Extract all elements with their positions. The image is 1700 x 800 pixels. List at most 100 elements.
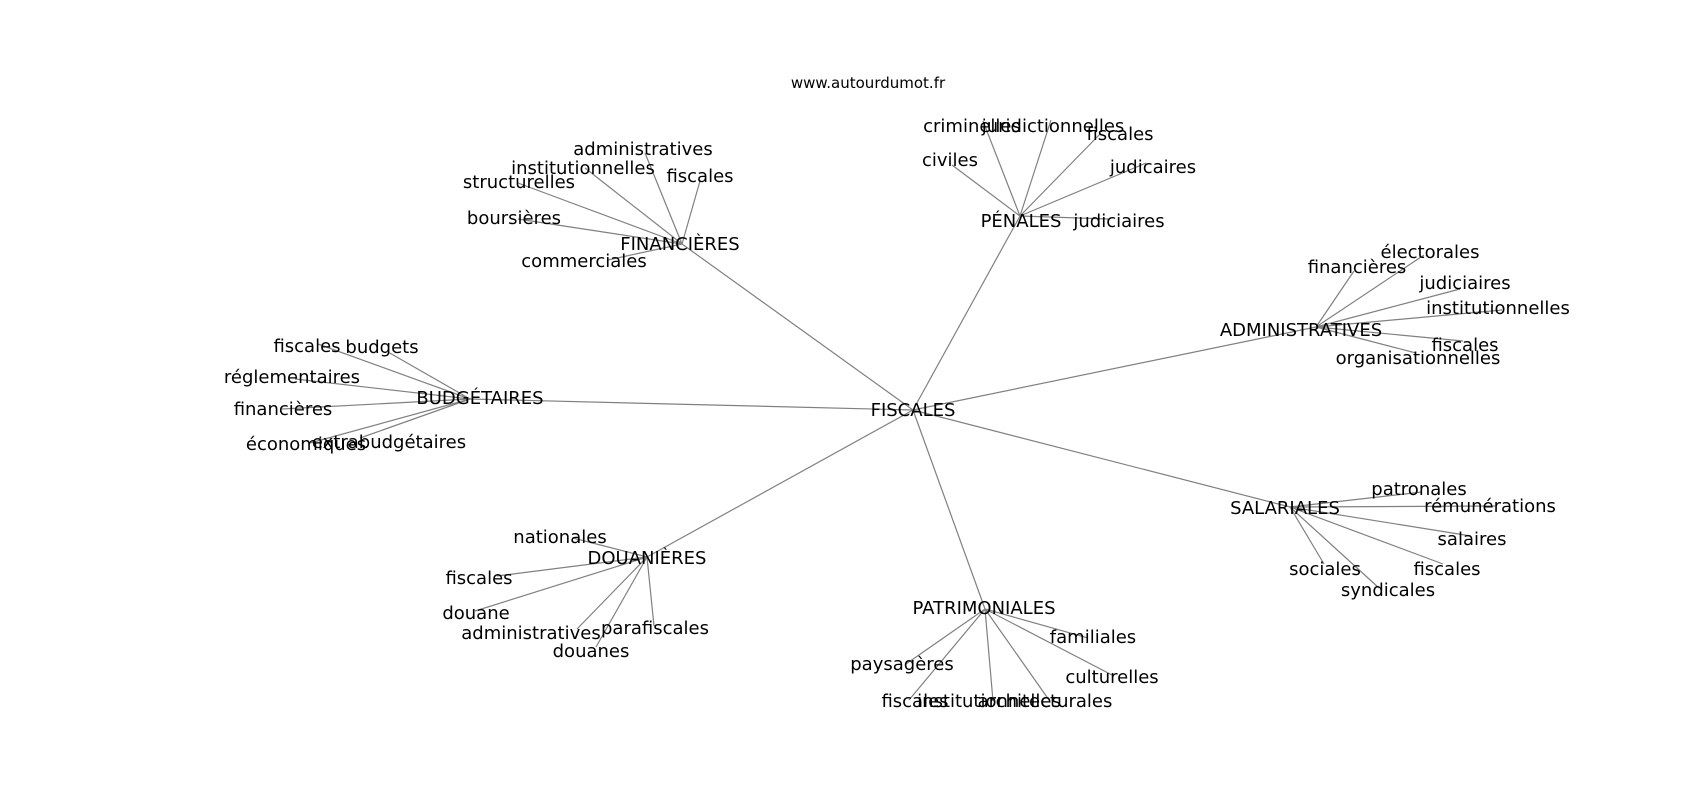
edge-salariales-3 bbox=[1289, 506, 1325, 565]
edge-administratives-3 bbox=[1315, 309, 1503, 328]
edge-douanieres-3 bbox=[576, 556, 648, 630]
leaf-node-penales-2: fiscales bbox=[1086, 124, 1153, 145]
edge-patrimoniales-4 bbox=[984, 608, 994, 702]
edge-patrimoniales-1 bbox=[905, 608, 986, 665]
edge-douanieres-1 bbox=[496, 556, 648, 577]
edge-patrimoniales-0 bbox=[984, 608, 1089, 639]
leaf-node-budgetaires-3: financières bbox=[234, 399, 333, 420]
edge-salariales-0 bbox=[1289, 491, 1423, 508]
leaf-node-administratives-0: électorales bbox=[1381, 242, 1480, 263]
edge-center-financieres bbox=[681, 243, 914, 411]
edge-administratives-2 bbox=[1315, 288, 1461, 328]
edge-financieres-5 bbox=[607, 243, 683, 261]
leaf-node-penales-5: judiciaires bbox=[1072, 211, 1164, 232]
leaf-node-penales-3: civiles bbox=[922, 150, 978, 171]
leaf-node-patrimoniales-4: institutionnelles bbox=[917, 691, 1061, 712]
edge-financieres-2 bbox=[681, 180, 701, 245]
leaf-node-salariales-5: syndicales bbox=[1341, 580, 1435, 601]
edge-salariales-1 bbox=[1289, 505, 1496, 508]
leaf-node-douanieres-3: administratives bbox=[461, 623, 600, 644]
leaf-node-penales-1: juridictionnelles bbox=[981, 116, 1125, 137]
edge-salariales-4 bbox=[1289, 506, 1444, 565]
edge-financieres-3 bbox=[517, 182, 683, 245]
edge-patrimoniales-2 bbox=[984, 608, 1113, 676]
edge-layer bbox=[281, 119, 1503, 702]
edge-administratives-1 bbox=[1315, 270, 1355, 328]
edge-administratives-4 bbox=[1315, 326, 1464, 342]
leaf-node-salariales-2: salaires bbox=[1438, 529, 1507, 550]
hub-node-penales: PÉNALES bbox=[981, 210, 1062, 232]
leaf-node-salariales-0: patronales bbox=[1371, 479, 1466, 500]
leaf-node-budgetaires-4: économiques bbox=[246, 434, 366, 455]
leaf-node-financieres-2: fiscales bbox=[666, 166, 733, 187]
leaf-node-douanieres-1: fiscales bbox=[445, 568, 512, 589]
leaf-node-financieres-5: commerciales bbox=[521, 251, 646, 272]
leaf-node-budgetaires-1: budgets bbox=[345, 337, 418, 358]
edge-patrimoniales-5 bbox=[984, 608, 1050, 701]
leaf-node-financieres-0: administratives bbox=[573, 139, 712, 160]
leaf-node-budgetaires-0: fiscales bbox=[273, 336, 340, 357]
edge-penales-1 bbox=[1019, 119, 1052, 217]
leaf-node-douanieres-0: nationales bbox=[513, 527, 606, 548]
edge-budgetaires-4 bbox=[309, 398, 471, 444]
edge-center-budgetaires bbox=[469, 398, 914, 411]
edge-douanieres-4 bbox=[646, 556, 655, 627]
leaf-node-budgetaires-2: réglementaires bbox=[224, 367, 360, 388]
edge-budgetaires-5 bbox=[359, 398, 471, 439]
leaf-node-penales-4: judicaires bbox=[1109, 157, 1196, 178]
leaf-node-douanieres-2: douane bbox=[442, 603, 509, 624]
edge-center-salariales bbox=[912, 409, 1291, 508]
leaf-node-salariales-4: fiscales bbox=[1413, 559, 1480, 580]
edge-penales-5 bbox=[1019, 215, 1109, 220]
leaf-node-salariales-1: rémunérations bbox=[1424, 496, 1556, 517]
leaf-node-patrimoniales-0: familiales bbox=[1050, 627, 1136, 648]
leaf-node-patrimoniales-1: paysagères bbox=[850, 654, 953, 675]
edge-salariales-2 bbox=[1289, 506, 1472, 537]
leaf-node-administratives-2: judiciaires bbox=[1418, 273, 1510, 294]
hub-node-budgetaires: BUDGÉTAIRES bbox=[416, 387, 543, 409]
edge-financieres-1 bbox=[584, 167, 683, 245]
leaf-node-budgetaires-5: extrabudgétaires bbox=[312, 432, 466, 453]
edge-administratives-5 bbox=[1315, 326, 1417, 354]
leaf-node-administratives-5: organisationnelles bbox=[1336, 348, 1501, 369]
edge-douanieres-0 bbox=[572, 537, 648, 558]
label-layer: www.autourdumot.fr FISCALES FINANCIÈRESa… bbox=[224, 74, 1570, 712]
leaf-node-douanieres-4: parafiscales bbox=[601, 618, 709, 639]
edge-budgetaires-1 bbox=[387, 351, 471, 400]
leaf-node-financieres-4: boursières bbox=[467, 208, 561, 229]
edge-penales-3 bbox=[951, 164, 1021, 217]
edge-center-penales bbox=[912, 215, 1021, 411]
edge-penales-2 bbox=[1019, 132, 1102, 217]
leaf-node-administratives-4: fiscales bbox=[1431, 335, 1498, 356]
leaf-node-penales-0: criminelles bbox=[923, 116, 1021, 137]
edge-center-douanieres bbox=[646, 409, 914, 558]
leaf-node-patrimoniales-3: fiscales bbox=[881, 691, 948, 712]
edge-center-patrimoniales bbox=[912, 409, 986, 610]
leaf-node-douanieres-5: douanes bbox=[553, 641, 630, 662]
leaf-node-financieres-1: institutionnelles bbox=[511, 158, 655, 179]
edge-center-administratives bbox=[912, 326, 1317, 411]
leaf-node-administratives-3: institutionnelles bbox=[1426, 298, 1570, 319]
leaf-node-patrimoniales-2: culturelles bbox=[1065, 667, 1158, 688]
edge-douanieres-5 bbox=[595, 556, 648, 648]
hub-node-patrimoniales: PATRIMONIALES bbox=[912, 598, 1055, 619]
edge-financieres-0 bbox=[644, 152, 683, 245]
edge-financieres-4 bbox=[517, 218, 683, 245]
edge-budgetaires-2 bbox=[294, 378, 471, 400]
hub-node-administratives: ADMINISTRATIVES bbox=[1220, 320, 1382, 341]
leaf-node-administratives-1: financières bbox=[1308, 257, 1407, 278]
edge-penales-0 bbox=[982, 120, 1021, 217]
edge-douanieres-2 bbox=[474, 556, 648, 612]
edge-budgetaires-3 bbox=[281, 398, 471, 410]
edge-budgetaires-0 bbox=[317, 343, 471, 400]
center-node: FISCALES bbox=[871, 400, 956, 421]
hub-node-salariales: SALARIALES bbox=[1230, 498, 1340, 519]
edge-salariales-5 bbox=[1289, 506, 1380, 589]
edge-penales-4 bbox=[1019, 162, 1147, 217]
leaf-node-patrimoniales-5: architecturales bbox=[978, 691, 1113, 712]
leaf-node-salariales-3: sociales bbox=[1289, 559, 1361, 580]
leaf-node-financieres-3: structurelles bbox=[463, 172, 575, 193]
edge-administratives-0 bbox=[1315, 254, 1425, 328]
source-url: www.autourdumot.fr bbox=[791, 74, 946, 92]
